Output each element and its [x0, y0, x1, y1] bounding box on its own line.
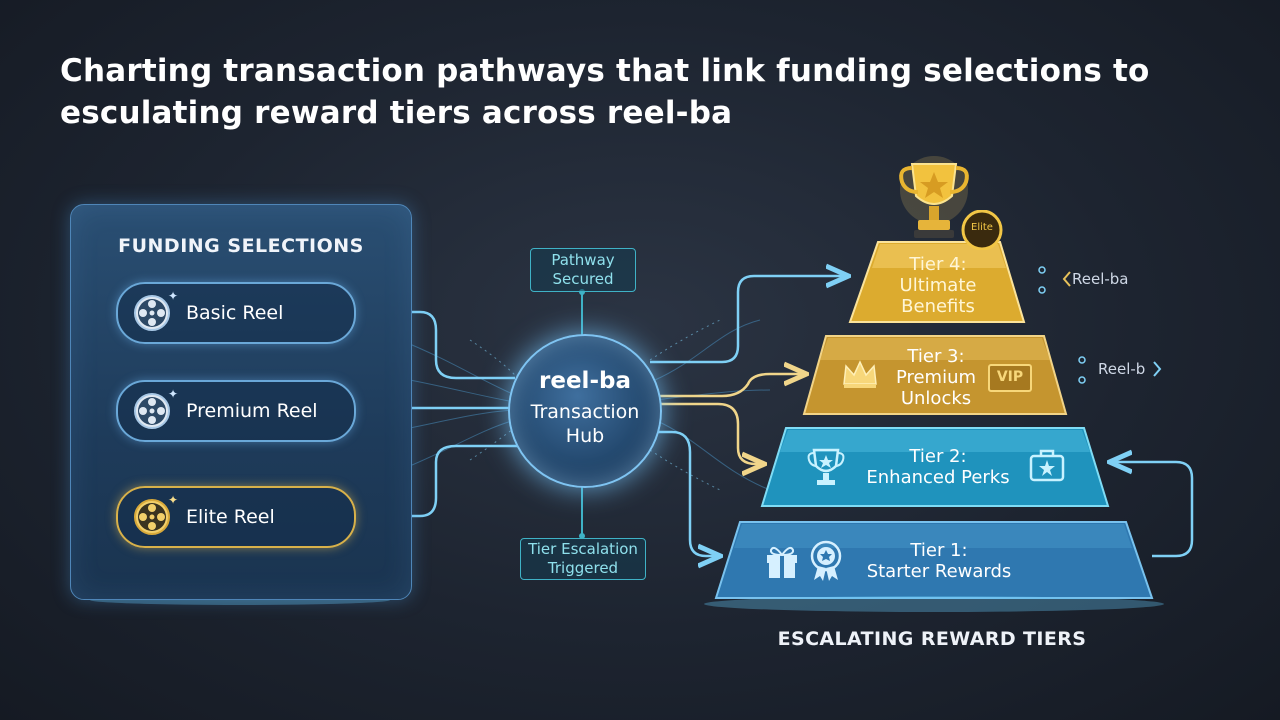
tier-1-label: Tier 1: Starter Rewards	[846, 540, 1032, 582]
tier-line: Enhanced Perks	[866, 467, 1010, 488]
trophy-icon	[894, 150, 984, 246]
film-reel-icon: ✦	[132, 493, 178, 537]
funding-heading: FUNDING SELECTIONS	[118, 235, 364, 257]
reel-label: Elite Reel	[186, 506, 275, 528]
tier-3-label: Tier 3: Premium Unlocks	[866, 346, 1006, 409]
tier-line: Tier 1:	[910, 540, 968, 561]
star-box-icon	[1028, 448, 1066, 484]
tag-line: Triggered	[547, 559, 619, 577]
premium-reel-button[interactable]: ✦ Premium Reel	[116, 380, 356, 442]
title-line-2: esculating reward tiers across reel-ba	[60, 95, 733, 131]
reel-label: Basic Reel	[186, 302, 284, 324]
award-ribbon-icon	[808, 540, 844, 582]
title-line-1: Charting transaction pathways that link …	[60, 53, 1150, 89]
crown-icon	[840, 358, 880, 390]
transaction-hub: reel-ba Transaction Hub	[508, 334, 662, 488]
tier-line: Starter Rewards	[866, 561, 1012, 582]
film-reel-icon: ✦	[132, 387, 178, 431]
tier-line: Benefits	[901, 296, 975, 317]
tier-line: Premium	[895, 367, 977, 388]
film-reel-icon: ✦	[132, 289, 178, 333]
elite-badge-icon: Elite	[954, 209, 1010, 251]
tier-line: Unlocks	[900, 388, 972, 409]
tag-line: Tier Escalation	[528, 540, 638, 558]
elite-badge-label: Elite	[971, 222, 993, 233]
pathway-secured-tag: Pathway Secured	[530, 248, 636, 292]
hub-subtitle: Transaction Hub	[510, 400, 660, 448]
tier-escalation-tag: Tier Escalation Triggered	[520, 538, 646, 580]
basic-reel-button[interactable]: ✦ Basic Reel	[116, 282, 356, 344]
tier-4-label: Tier 4: Ultimate Benefits	[860, 254, 1016, 317]
vip-badge-icon: VIP	[988, 364, 1032, 392]
tier-2-block	[760, 427, 1110, 507]
reel-label: Premium Reel	[186, 400, 318, 422]
trophy-icon	[806, 446, 846, 490]
tier-line: Tier 2:	[909, 446, 967, 467]
pyramid-caption: ESCALATING REWARD TIERS	[777, 628, 1087, 650]
elite-reel-button[interactable]: ✦ Elite Reel	[116, 486, 356, 548]
tag-line: Secured	[552, 270, 614, 288]
tier-2-label: Tier 2: Enhanced Perks	[848, 446, 1028, 488]
hub-line-1: Transaction	[530, 401, 640, 423]
tier-line: Tier 3:	[907, 346, 965, 367]
hub-name: reel-ba	[539, 368, 631, 394]
gift-icon	[764, 542, 800, 580]
vip-badge-label: VIP	[996, 369, 1024, 385]
hub-line-2: Hub	[565, 425, 605, 447]
tag-line: Pathway	[551, 251, 615, 269]
tier-line: Ultimate	[899, 275, 977, 296]
tier-4-side-label: Reel-ba	[1072, 270, 1129, 288]
tier-line: Tier 4:	[909, 254, 967, 275]
tier-3-side-label: Reel-b	[1098, 360, 1146, 378]
page-title: Charting transaction pathways that link …	[60, 50, 1240, 134]
